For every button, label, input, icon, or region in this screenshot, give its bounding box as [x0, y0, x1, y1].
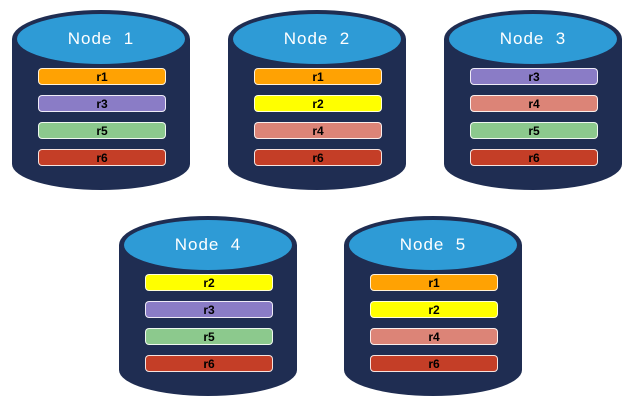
replica-bar: r4	[370, 328, 498, 345]
replica-label: r1	[96, 69, 108, 84]
replica-bar: r4	[254, 122, 382, 139]
replica-bar: r6	[145, 355, 273, 372]
replica-bar: r1	[254, 68, 382, 85]
replica-list: r3 r4 r5 r6	[470, 68, 598, 166]
replica-label: r6	[96, 150, 108, 165]
replica-label: r6	[312, 150, 324, 165]
replica-bar: r2	[370, 301, 498, 318]
replica-label: r5	[96, 123, 108, 138]
node-2-cylinder: Node 2 r1 r2 r4 r6	[228, 10, 406, 190]
node-3-cylinder: Node 3 r3 r4 r5 r6	[444, 10, 622, 190]
node-5-cylinder: Node 5 r1 r2 r4 r6	[344, 216, 522, 396]
node-title: Node 2	[283, 29, 351, 48]
replica-bar: r1	[370, 274, 498, 291]
replica-bar: r5	[470, 122, 598, 139]
replica-bar: r3	[38, 95, 166, 112]
replica-bar: r3	[470, 68, 598, 85]
replica-label: r6	[203, 356, 215, 371]
replica-bar: r3	[145, 301, 273, 318]
replica-label: r1	[312, 69, 324, 84]
replica-bar: r6	[254, 149, 382, 166]
replica-label: r2	[312, 96, 324, 111]
replica-bar: r5	[38, 122, 166, 139]
database-icon: Node 4	[124, 220, 292, 270]
node-title: Node 1	[67, 29, 135, 48]
replica-bar: r6	[38, 149, 166, 166]
replica-label: r2	[203, 275, 215, 290]
replica-bar: r6	[470, 149, 598, 166]
replica-label: r6	[428, 356, 440, 371]
replica-label: r4	[312, 123, 324, 138]
replica-label: r6	[528, 150, 540, 165]
database-icon: Node 2	[233, 14, 401, 64]
replica-label: r4	[528, 96, 540, 111]
database-icon: Node 1	[17, 14, 185, 64]
node-1-cylinder: Node 1 r1 r3 r5 r6	[12, 10, 190, 190]
replica-label: r4	[428, 329, 440, 344]
database-icon: Node 3	[449, 14, 617, 64]
node-title: Node 5	[399, 235, 467, 254]
replica-label: r3	[96, 96, 108, 111]
replica-bar: r2	[254, 95, 382, 112]
database-icon: Node 5	[349, 220, 517, 270]
replica-list: r1 r3 r5 r6	[38, 68, 166, 166]
replica-label: r3	[203, 302, 215, 317]
replica-bar: r2	[145, 274, 273, 291]
replica-list: r2 r3 r5 r6	[145, 274, 273, 372]
replica-bar: r1	[38, 68, 166, 85]
replica-label: r1	[428, 275, 440, 290]
node-4-cylinder: Node 4 r2 r3 r5 r6	[119, 216, 297, 396]
replica-label: r2	[428, 302, 440, 317]
replica-list: r1 r2 r4 r6	[254, 68, 382, 166]
node-title: Node 3	[499, 29, 567, 48]
replica-label: r3	[528, 69, 540, 84]
replica-bar: r6	[370, 355, 498, 372]
replica-label: r5	[528, 123, 540, 138]
replica-list: r1 r2 r4 r6	[370, 274, 498, 372]
replica-bar: r4	[470, 95, 598, 112]
node-title: Node 4	[174, 235, 242, 254]
replica-label: r5	[203, 329, 215, 344]
replica-bar: r5	[145, 328, 273, 345]
